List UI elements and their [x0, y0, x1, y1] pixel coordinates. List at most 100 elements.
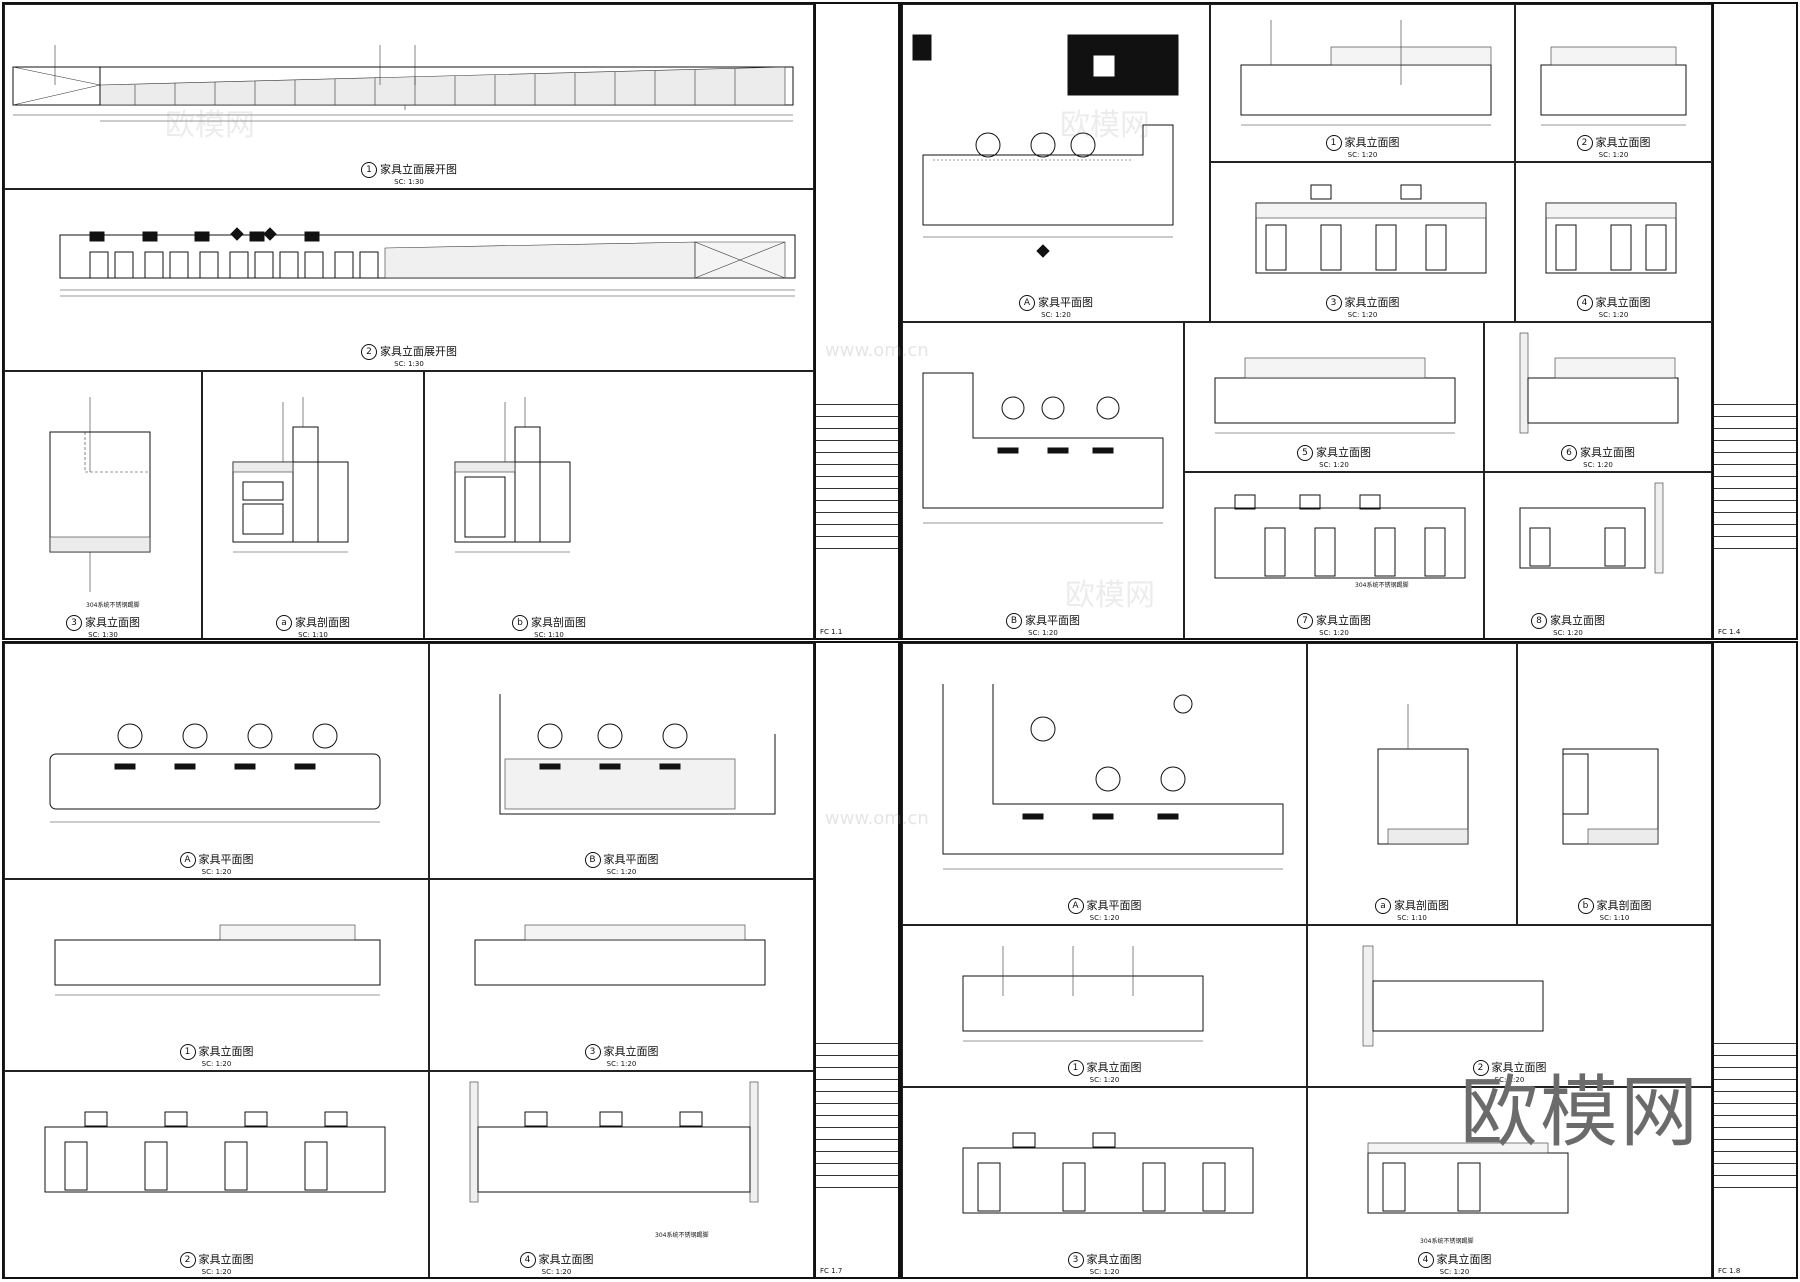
view-scale: SC: 1:20 [1347, 151, 1378, 159]
view-number: 3 [584, 1044, 601, 1060]
view-scale: SC: 1:20 [1494, 1076, 1525, 1084]
material-callout: 304系统不锈钢踢脚 [86, 602, 140, 609]
view-title: 家具剖面图 [295, 616, 350, 629]
view-title: 家具立面图 [1595, 136, 1651, 149]
view-title: 家具立面图 [1344, 136, 1400, 149]
view-title: 家具立面图 [603, 1045, 659, 1058]
view-number: 3 [1067, 1252, 1084, 1268]
view-number: B [1006, 613, 1022, 629]
view-title: 家具剖面图 [1596, 899, 1652, 912]
title-block-grid [816, 404, 898, 549]
view-title: 家具剖面图 [1394, 899, 1449, 912]
view-scale: SC: 1:20 [1089, 914, 1120, 922]
view-number: 3 [1325, 295, 1342, 311]
view-number: 1 [361, 162, 377, 178]
view-number: b [1577, 898, 1594, 914]
view-number: 1 [1325, 135, 1342, 151]
view-number: 2 [1472, 1060, 1489, 1076]
view-number: 8 [1531, 613, 1547, 629]
sheet-code: FC 1.1 [820, 628, 843, 636]
view-scale: SC: 1:20 [541, 1268, 572, 1276]
view-title: 家具平面图 [198, 853, 254, 866]
view-number: 4 [1576, 295, 1593, 311]
view-number: 2 [361, 344, 377, 360]
view-number: 2 [1576, 135, 1593, 151]
view-number: A [1067, 898, 1084, 914]
title-block-grid [816, 1043, 898, 1188]
view-scale: SC: 1:20 [1319, 629, 1349, 637]
sheet-code: FC 1.4 [1718, 628, 1741, 636]
view-number: A [1019, 295, 1035, 311]
view-title: 家具平面图 [1038, 296, 1093, 309]
view-scale: SC: 1:30 [88, 631, 118, 639]
view-scale: SC: 1:20 [201, 1268, 232, 1276]
brand-logo: 欧模网 [1459, 1068, 1700, 1158]
view-number: 6 [1561, 445, 1577, 461]
view-number: 3 [66, 615, 82, 631]
view-title: 家具立面展开图 [380, 163, 457, 176]
view-number: 4 [519, 1252, 536, 1268]
view-title: 家具立面展开图 [380, 345, 457, 358]
view-title: 家具立面图 [538, 1253, 594, 1266]
sheet-code: FC 1.7 [820, 1267, 843, 1275]
view-title: 家具立面图 [1436, 1253, 1492, 1266]
view-scale: SC: 1:20 [1439, 1268, 1470, 1276]
view-title: 家具立面图 [1086, 1061, 1142, 1074]
view-title: 家具立面图 [1595, 296, 1651, 309]
material-callout: 304系统不锈钢踢脚 [1355, 582, 1409, 589]
view-title: 家具平面图 [603, 853, 659, 866]
view-scale: SC: 1:20 [1553, 629, 1583, 637]
view-scale: SC: 1:20 [1028, 629, 1058, 637]
material-callout: 304系统不锈钢踢脚 [1420, 1238, 1474, 1245]
title-block-grid [1714, 404, 1796, 549]
view-scale: SC: 1:20 [201, 1060, 232, 1068]
title-block: FC 1.4 [1712, 4, 1796, 638]
